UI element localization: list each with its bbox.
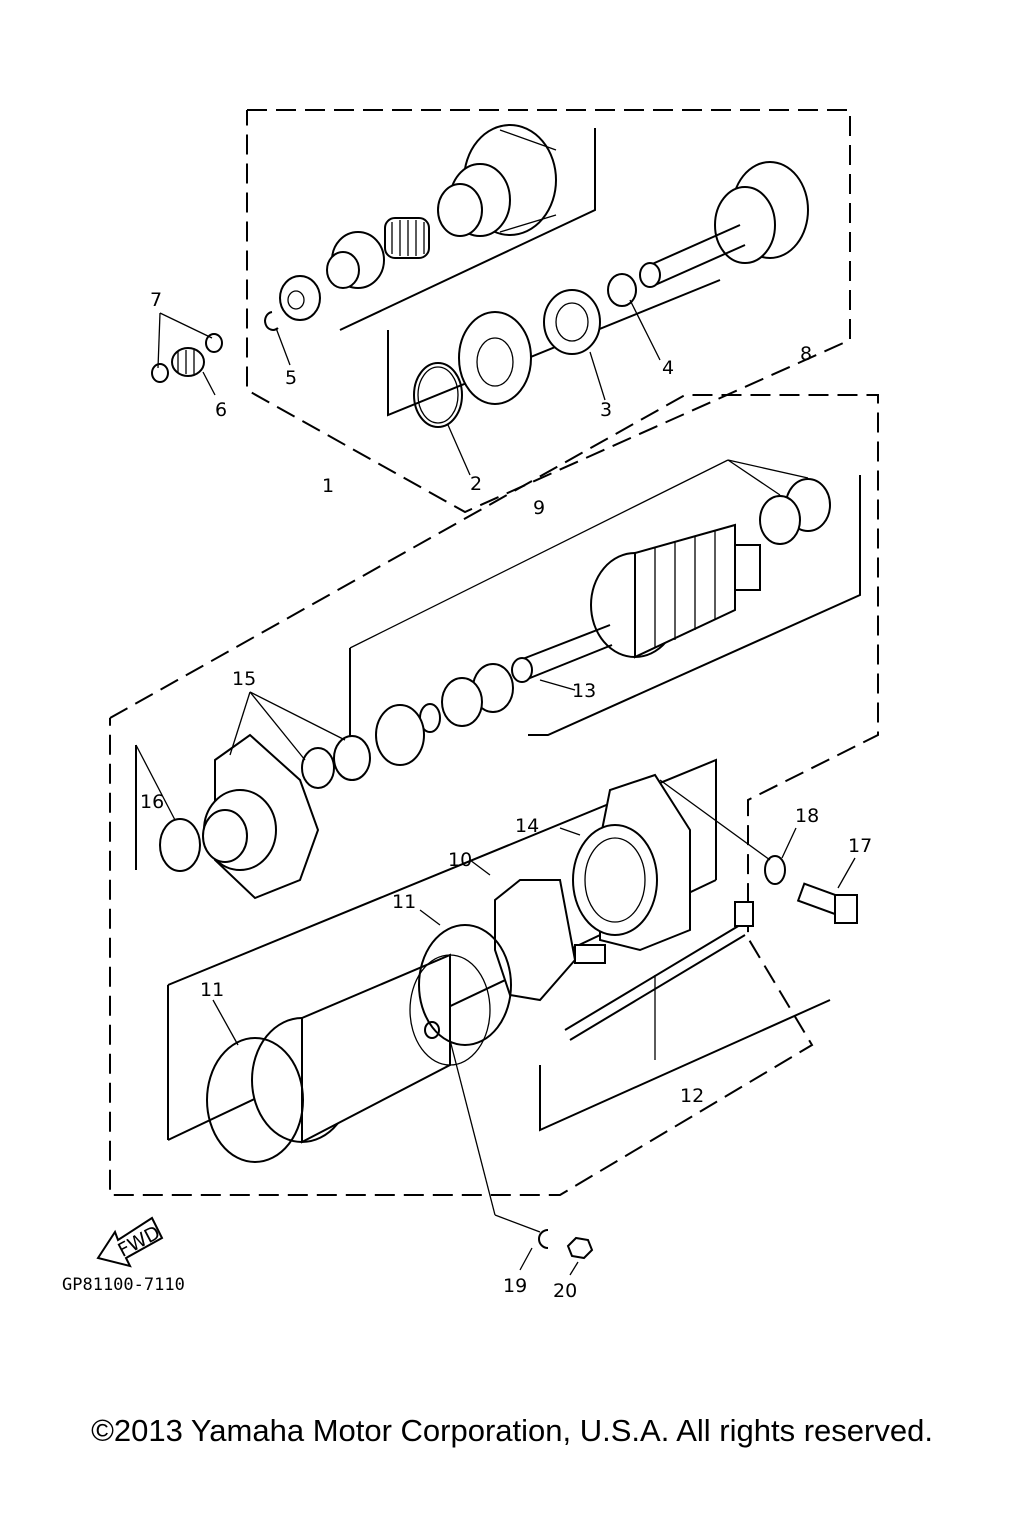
callout-13: 13: [572, 680, 596, 702]
pinion-clutch-part: [437, 124, 557, 237]
part-3-retainer: [543, 289, 601, 355]
part-5-clip: [264, 311, 279, 331]
callout-5: 5: [285, 367, 297, 389]
internal-gear-part: [458, 311, 532, 405]
armature-washers-left: [333, 663, 514, 781]
copyright-notice: ©2013 Yamaha Motor Corporation, U.S.A. A…: [91, 1413, 933, 1448]
part-6-spring: [171, 347, 205, 377]
callout-11-front: 11: [200, 979, 224, 1001]
part-13-armature: [511, 523, 761, 683]
callout-20: 20: [553, 1280, 577, 1302]
callout-17: 17: [848, 835, 872, 857]
part-2-gasket: [413, 362, 463, 428]
group-8-boundary: [109, 394, 879, 1196]
part-19-clip: [538, 1229, 549, 1249]
shaft-gear-part: [639, 161, 809, 288]
part-16-o-ring: [159, 818, 201, 872]
callout-19: 19: [503, 1275, 527, 1297]
callout-4: 4: [662, 357, 674, 379]
part-17-bolt: [796, 882, 858, 924]
sleeve-part: [326, 231, 385, 289]
part-4-ring: [607, 273, 637, 307]
part-7-washers: [151, 333, 223, 383]
armature-washers-right: [759, 478, 831, 545]
drawing-code: GP81100-7110: [62, 1275, 185, 1295]
yoke-housing: [251, 953, 491, 1144]
leader-lines: [135, 299, 856, 1276]
callout-2: 2: [470, 473, 482, 495]
part-14-rear-cover: [572, 773, 691, 952]
callout-16: 16: [140, 791, 164, 813]
part-15-front-cover: [202, 733, 335, 900]
callout-8: 8: [800, 343, 812, 365]
part-10-brush-holder: [494, 879, 606, 1002]
callout-11-rear: 11: [392, 891, 416, 913]
callout-3: 3: [600, 399, 612, 421]
callout-9: 9: [533, 497, 545, 519]
callout-7: 7: [150, 289, 162, 311]
callout-10: 10: [448, 849, 472, 871]
callout-labels: 1 2 3 4 5 6 7 8 9 10 11 11 12 13 14 15 1…: [140, 289, 872, 1302]
callout-14: 14: [515, 815, 539, 837]
part-18-washer: [764, 855, 786, 885]
fwd-arrow-icon: FWD: [96, 1216, 164, 1268]
subgroup-outlines: [135, 128, 861, 1141]
callout-1: 1: [322, 475, 334, 497]
part-12-through-bolt: [564, 901, 754, 1041]
group-1-boundary: [246, 109, 851, 514]
spring-part: [384, 217, 430, 259]
callout-15: 15: [232, 668, 256, 690]
callout-6: 6: [215, 399, 227, 421]
collar-part: [279, 275, 321, 321]
part-11-o-ring-rear: [418, 924, 512, 1046]
callout-18: 18: [795, 805, 819, 827]
callout-12: 12: [680, 1085, 704, 1107]
part-20-nut: [566, 1236, 594, 1260]
part-11-o-ring-front: [206, 1037, 304, 1163]
